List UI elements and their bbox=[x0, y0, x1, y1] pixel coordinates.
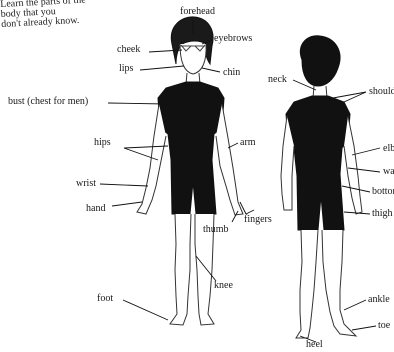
back-right-arm bbox=[344, 116, 362, 214]
back-left-leg bbox=[296, 230, 318, 338]
label-foot: foot bbox=[97, 293, 113, 304]
front-right-arm bbox=[216, 104, 243, 215]
front-left-leg bbox=[170, 214, 191, 325]
front-dress bbox=[158, 82, 224, 214]
label-bust: bust (chest for men) bbox=[8, 96, 88, 107]
back-dress bbox=[286, 96, 350, 230]
label-bottom: bottom bbox=[372, 186, 394, 197]
label-chin: chin bbox=[223, 67, 240, 78]
label-forehead: forehead bbox=[180, 6, 215, 17]
front-figure bbox=[137, 17, 243, 325]
label-neck: neck bbox=[268, 74, 287, 85]
label-heel: heel bbox=[306, 339, 323, 350]
front-left-arm bbox=[137, 104, 166, 214]
label-cheek: cheek bbox=[117, 44, 140, 55]
label-eyebrows: eyebrows bbox=[214, 33, 252, 44]
label-toe: toe bbox=[378, 320, 390, 331]
label-lips: lips bbox=[119, 63, 133, 74]
label-arm: arm bbox=[240, 137, 256, 148]
label-wrist: wrist bbox=[76, 178, 96, 189]
label-knee: knee bbox=[214, 280, 233, 291]
label-fingers: fingers bbox=[244, 214, 272, 225]
label-hand: hand bbox=[86, 203, 105, 214]
label-ankle: ankle bbox=[368, 294, 390, 305]
label-waist: waist bbox=[383, 166, 394, 177]
label-hips: hips bbox=[94, 137, 111, 148]
back-figure bbox=[281, 36, 362, 338]
label-elbow: elbow bbox=[383, 143, 394, 154]
label-thigh: thigh bbox=[372, 208, 393, 219]
intro-text: Learn the parts of the body that you don… bbox=[0, 0, 87, 30]
label-thumb: thumb bbox=[203, 224, 229, 235]
label-shoulders: shoulders bbox=[369, 86, 394, 97]
back-hair bbox=[300, 36, 340, 86]
back-right-leg bbox=[322, 230, 356, 336]
